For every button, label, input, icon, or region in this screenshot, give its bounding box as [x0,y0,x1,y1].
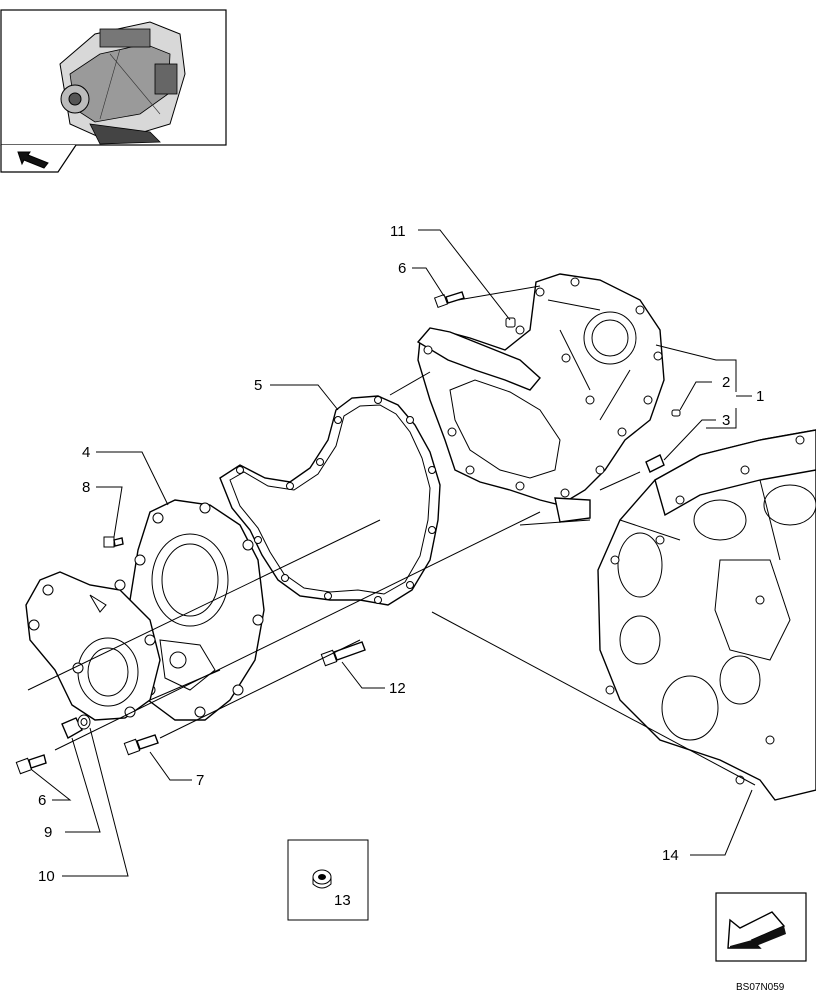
bolt-12 [320,641,366,667]
washer-10 [77,714,91,730]
callout-6-lower: 6 [38,792,46,809]
pin-2 [671,409,681,417]
callout-10: 10 [38,868,55,885]
callout-8: 8 [82,479,90,496]
callout-1: 1 [756,388,764,405]
callout-12: 12 [389,680,406,697]
gear-housing [416,273,665,523]
gasket [219,395,441,606]
callout-3: 3 [722,412,730,429]
callout-14: 14 [662,847,679,864]
bolt-6-upper [433,291,465,309]
bolt-8 [103,536,124,548]
callout-9: 9 [44,824,52,841]
next-page-arrow-icon[interactable] [715,892,807,962]
drawing-code: BS07N059 [736,982,785,993]
callout-11: 11 [390,223,406,240]
engine-block [597,429,816,801]
callout-7: 7 [196,772,204,789]
plug-3 [645,454,665,473]
callout-13: 13 [334,892,351,909]
bolt-7 [123,734,159,756]
front-cover [129,499,265,721]
grommet-13 [312,869,332,889]
seal-carrier-plate [25,571,161,721]
callout-labels: 11 6 5 4 8 2 1 3 12 7 6 9 10 14 [38,223,764,885]
back-arrow-icon[interactable] [17,151,49,169]
dowel-pin-11 [505,317,516,328]
bolt-6-lower [15,754,47,775]
inset-part-13: 13 [287,839,369,921]
engine-thumbnail-icon[interactable] [0,9,227,173]
callout-6-upper: 6 [398,260,406,277]
leader-lines [31,229,753,877]
assembly-lines [27,285,756,786]
callout-5: 5 [254,377,262,394]
plug-9 [61,717,83,739]
callout-4: 4 [82,444,90,461]
callout-2: 2 [722,374,730,391]
